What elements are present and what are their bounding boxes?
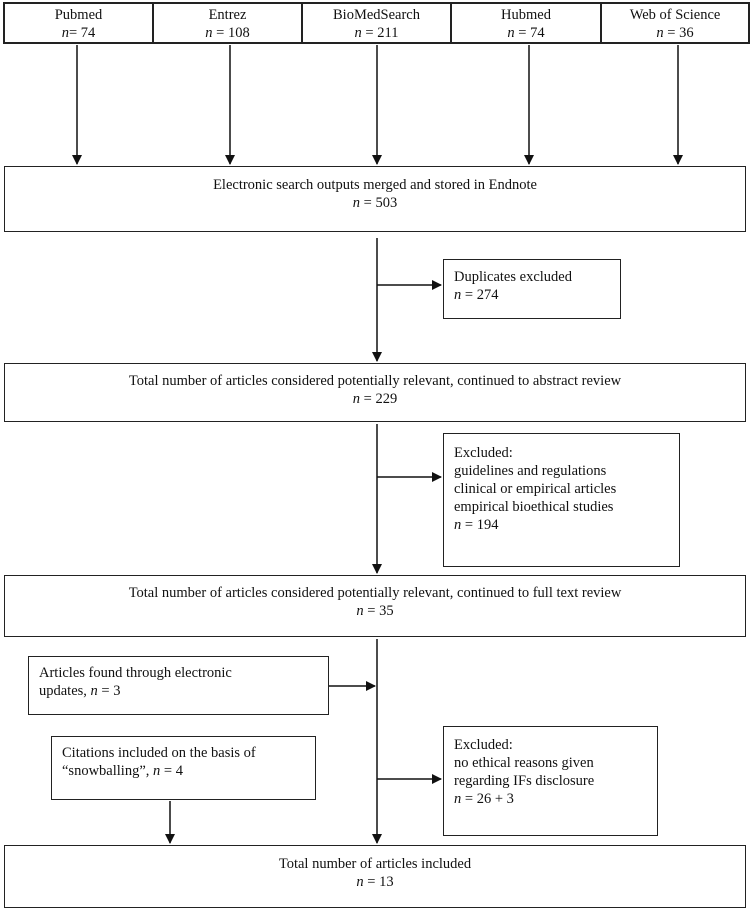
final-count: 13 (379, 874, 394, 890)
merged-text: Electronic search outputs merged and sto… (213, 177, 537, 193)
source-count: 36 (679, 25, 694, 41)
excluded-title: Excluded: (454, 737, 513, 753)
updates-text: Articles found through electronic (39, 665, 232, 681)
excluded-reason: empirical bioethical studies (454, 499, 614, 515)
excluded-reason: regarding IFs disclosure (454, 773, 595, 789)
abstract-review-count: 229 (375, 391, 398, 407)
source-name: Web of Science (629, 7, 721, 23)
excluded-reason: guidelines and regulations (454, 463, 607, 479)
updates-count: 3 (113, 683, 121, 699)
final-text: Total number of articles included (278, 856, 472, 872)
final-box: Total number of articles included n = 13 (4, 845, 746, 908)
source-name: Hubmed (501, 7, 551, 23)
duplicates-box: Duplicates excluded n = 274 (443, 259, 621, 319)
source-count: 211 (377, 25, 399, 41)
source-count: 74 (530, 25, 545, 41)
duplicates-text: Duplicates excluded (454, 269, 572, 285)
fulltext-review-count: 35 (379, 603, 394, 619)
excluded-box-abstract: Excluded: guidelines and regulations cli… (443, 433, 680, 567)
source-name: BioMedSearch (333, 7, 420, 23)
snowballing-text: Citations included on the basis of (62, 745, 256, 761)
excluded-reason: clinical or empirical articles (454, 481, 617, 497)
source-name: Pubmed (54, 7, 103, 23)
snowballing-box: Citations included on the basis of “snow… (51, 736, 316, 800)
source-box-web-of-science: Web of Science n = 36 (600, 2, 750, 44)
fulltext-review-text: Total number of articles considered pote… (128, 585, 622, 601)
merged-count: 503 (375, 195, 398, 211)
duplicates-count: 274 (476, 287, 499, 303)
source-box-biomedsearch: BioMedSearch n = 211 (301, 2, 452, 44)
excluded-box-fulltext: Excluded: no ethical reasons given regar… (443, 726, 658, 836)
excluded-reason: no ethical reasons given (454, 755, 594, 771)
excluded-count: 194 (476, 517, 499, 533)
snowballing-count: 4 (175, 763, 183, 779)
excluded-count: 26 + 3 (476, 791, 514, 807)
abstract-review-text: Total number of articles considered pote… (128, 373, 622, 389)
source-box-entrez: Entrez n = 108 (152, 2, 303, 44)
updates-text: updates, (39, 683, 87, 699)
snowballing-text: “snowballing”, (62, 763, 150, 779)
merged-box: Electronic search outputs merged and sto… (4, 166, 746, 232)
source-count: 74 (80, 25, 96, 41)
abstract-review-box: Total number of articles considered pote… (4, 363, 746, 422)
source-name: Entrez (208, 7, 247, 23)
source-count: 108 (227, 25, 250, 41)
excluded-title: Excluded: (454, 445, 513, 461)
source-box-pubmed: Pubmed n= 74 (3, 2, 154, 44)
updates-box: Articles found through electronic update… (28, 656, 329, 715)
fulltext-review-box: Total number of articles considered pote… (4, 575, 746, 637)
source-box-hubmed: Hubmed n = 74 (450, 2, 602, 44)
